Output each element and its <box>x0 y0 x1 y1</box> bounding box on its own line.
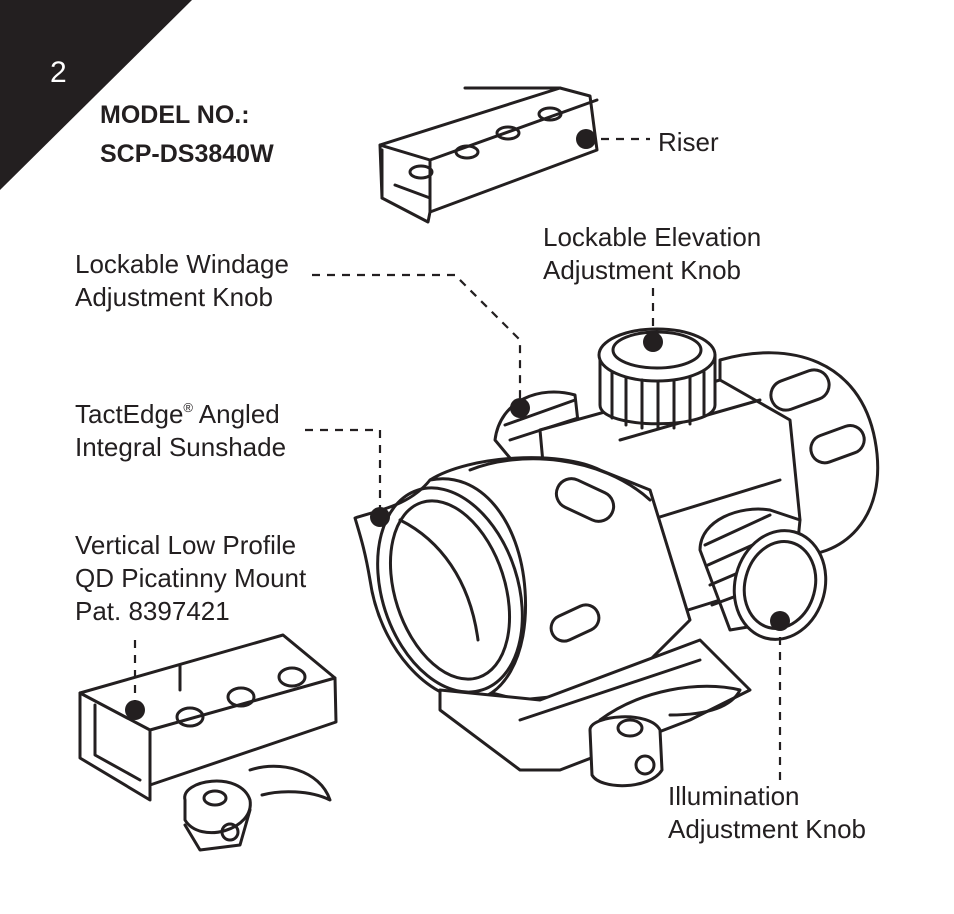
sunshade-callout-dot <box>370 507 390 527</box>
illumination-knob-label: Illumination Adjustment Knob <box>668 780 866 846</box>
mount-label: Vertical Low Profile QD Picatinny Mount … <box>75 529 306 628</box>
sunshade-label: TactEdge® Angled Integral Sunshade <box>75 391 286 464</box>
mount-illustration <box>78 633 338 852</box>
elevation-knob-label: Lockable Elevation Adjustment Knob <box>543 221 761 287</box>
elevation-callout-dot <box>643 332 663 352</box>
page-number: 2 <box>50 56 67 89</box>
mount-label-line1: Vertical Low Profile <box>75 530 297 560</box>
riser-label: Riser <box>658 127 719 157</box>
illumination-label-line1: Illumination <box>668 781 800 811</box>
illumination-knob-art <box>698 507 828 641</box>
mount-callout-dot <box>125 700 145 720</box>
sight-illustration <box>353 327 880 788</box>
mount-label-line2: QD Picatinny Mount <box>75 563 307 593</box>
windage-label-line1: Lockable Windage <box>75 249 289 279</box>
elevation-label-line1: Lockable Elevation <box>543 222 762 252</box>
corner-tab <box>0 0 192 190</box>
elevation-label-line2: Adjustment Knob <box>543 255 742 285</box>
windage-callout-dot <box>510 398 530 418</box>
model-label: MODEL NO.: <box>100 101 250 129</box>
model-number: MODEL NO.: SCP-DS3840W <box>100 96 274 174</box>
riser-illustration <box>378 86 599 224</box>
model-code: SCP-DS3840W <box>100 140 274 168</box>
sunshade-label-line2: Integral Sunshade <box>75 432 287 462</box>
sunshade-label-line1: TactEdge® Angled <box>75 399 280 429</box>
windage-knob-label: Lockable Windage Adjustment Knob <box>75 248 289 314</box>
illumination-label-line2: Adjustment Knob <box>668 814 867 844</box>
riser-callout-dot <box>576 129 596 149</box>
windage-label-line2: Adjustment Knob <box>75 282 274 312</box>
mount-label-line3: Pat. 8397421 <box>75 596 230 626</box>
elevation-knob-art <box>597 327 717 431</box>
illumination-callout-dot <box>770 611 790 631</box>
